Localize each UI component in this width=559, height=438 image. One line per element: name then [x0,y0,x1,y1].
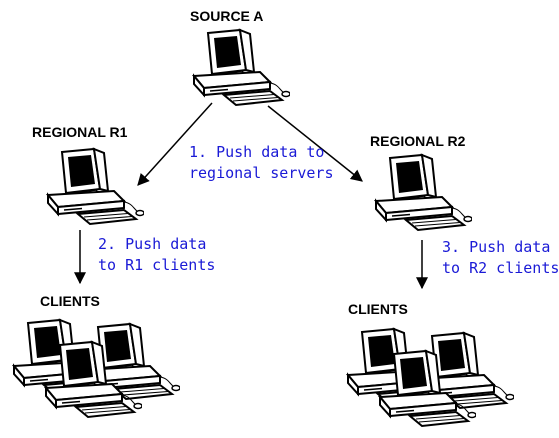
source-a-computer-icon [190,28,290,113]
clients-r1-label: CLIENTS [40,293,100,309]
regional-r2-label: REGIONAL R2 [370,133,466,149]
regional-r1-computer-icon [44,147,144,232]
step-3-label: 3. Push data to R2 clients [442,237,559,279]
step-2-line-1: 2. Push data [98,235,207,253]
regional-r2-computer-icon [372,153,472,238]
step-2-line-2: to R1 clients [98,256,216,274]
source-a-label: SOURCE A [190,8,264,24]
client-r1-computer-icon [42,340,142,425]
clients-r2-label: CLIENTS [348,301,408,317]
step-1-line-1: 1. Push data to [189,143,325,161]
step-3-line-2: to R2 clients [442,259,559,277]
step-2-label: 2. Push data to R1 clients [98,234,215,276]
step-1-label: 1. Push data to regional servers [189,142,334,184]
regional-r1-label: REGIONAL R1 [32,124,128,140]
step-1-line-2: regional servers [189,164,334,182]
client-r2-computer-icon [376,349,476,434]
step-3-line-1: 3. Push data [442,238,551,256]
arrow-source-to-r2 [267,105,363,182]
arrow-source-to-r1 [137,102,213,186]
